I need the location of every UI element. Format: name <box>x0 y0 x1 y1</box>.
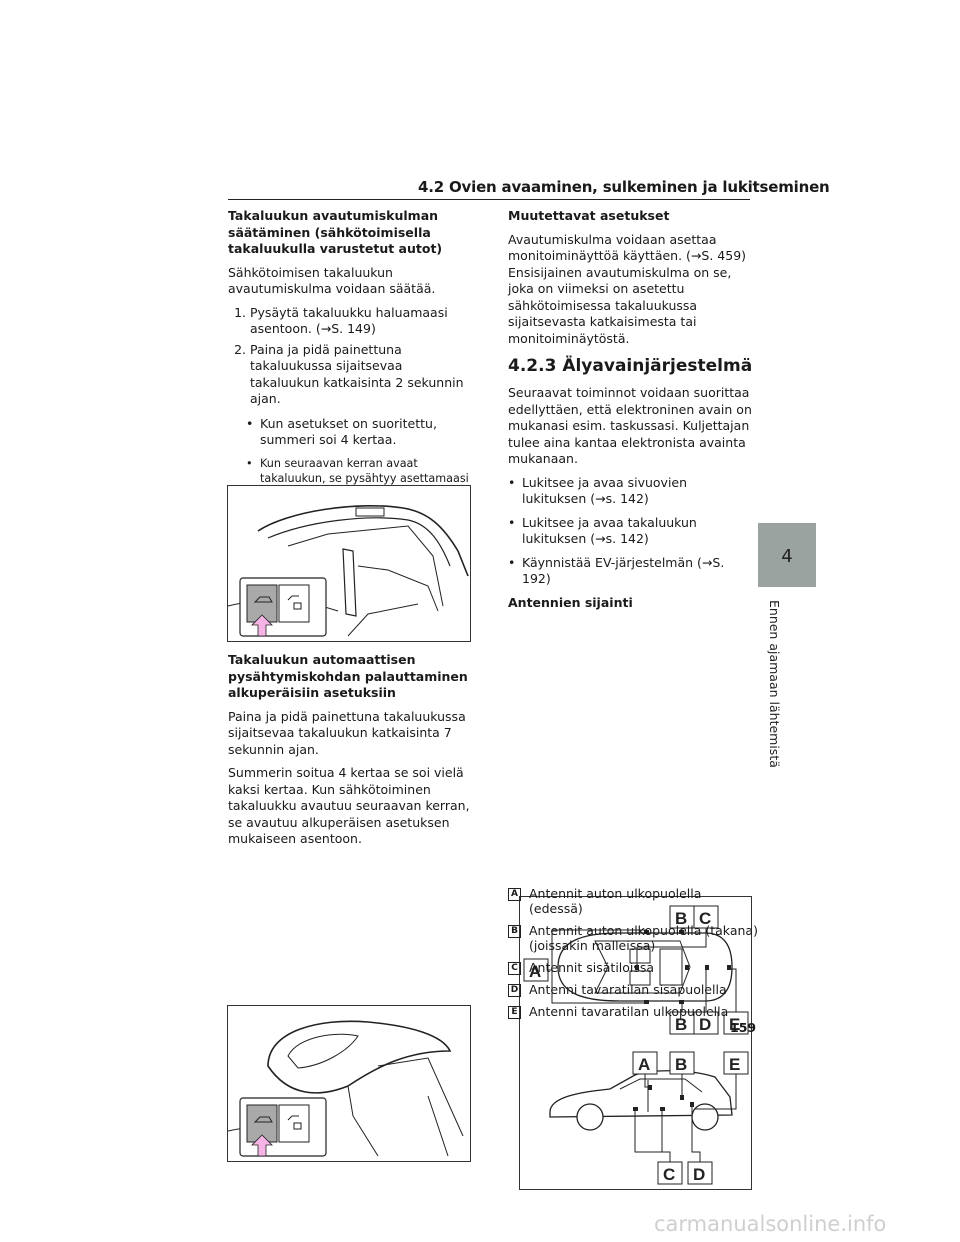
heading-reset: Takaluukun automaattisen pysähtymiskohda… <box>228 652 468 700</box>
label-a-top: A <box>529 962 541 981</box>
function-bullet: •Käynnistää EV-järjestelmän (→S. 192) <box>508 554 725 587</box>
label-e-side: E <box>729 1055 740 1074</box>
buzzer-paragraph: Summerin soitua 4 kertaa se soi vielä ka… <box>228 765 470 846</box>
legend-item-b: B Antennit auton ulkopuolella (takana) (… <box>508 923 758 953</box>
chapter-title: Ennen ajamaan lähtemistä <box>767 600 782 768</box>
tailgate-figure-2 <box>227 1005 471 1162</box>
step-number: 2. <box>234 341 246 357</box>
step-number: 1. <box>234 304 246 320</box>
label-b-side: B <box>675 1055 687 1074</box>
step-item: 2. Paina ja pidä painettuna takaluukussa… <box>228 342 472 408</box>
step-text: Paina ja pidä painettuna takaluukussa si… <box>250 341 464 407</box>
antenna-diagram: .lab{font-family:"Liberation Sans",sans-… <box>523 905 749 1185</box>
function-bullet: •Lukitsee ja avaa takaluukun lukituksen … <box>508 514 697 547</box>
label-e-bottom: E <box>729 1015 740 1034</box>
step-item: 1. Pysäytä takaluukku haluamaasi asentoo… <box>228 305 472 338</box>
legend-item-c: C Antennit sisätiloissa <box>508 960 758 975</box>
legend-item-d: D Antenni tavaratilan sisäpuolella <box>508 982 758 997</box>
step-bullet: •Kun asetukset on suoritettu, summeri so… <box>246 415 437 448</box>
right-column: Muutettavat asetukset Avautumiskulma voi… <box>508 208 752 618</box>
left-column-lower: Takaluukun automaattisen pysähtymiskohda… <box>228 652 472 855</box>
chapter-tab <box>758 523 816 587</box>
reset-paragraph: Paina ja pidä painettuna takaluukussa si… <box>228 708 466 757</box>
intro-paragraph: Sähkötoimisen takaluukun avautumiskulma … <box>228 264 436 297</box>
label-c-top: C <box>699 909 711 928</box>
label-a-side: A <box>638 1055 650 1074</box>
tailgate-open-illustration <box>227 1020 464 1157</box>
label-b-top: B <box>675 909 687 928</box>
legend-item-e: E Antenni tavaratilan ulkopuolella <box>508 1004 758 1019</box>
antenna-legend: A Antennit auton ulkopuolella (edessä) B… <box>508 886 758 1026</box>
label-d-side: D <box>693 1165 705 1184</box>
heading-settings: Muutettavat asetukset <box>508 208 670 223</box>
section-header: 4.2 Ovien avaaminen, sulkeminen ja lukit… <box>418 178 830 196</box>
tailgate-figure-1 <box>227 485 471 642</box>
settings-paragraph: Avautumiskulma voidaan asettaa monitoimi… <box>508 231 747 346</box>
antenna-location-figure: .lab{font-family:"Liberation Sans",sans-… <box>519 896 752 1190</box>
step-text: Pysäytä takaluukku haluamaasi asentoon. … <box>250 304 448 337</box>
left-column: Takaluukun avautumiskulman säätäminen (s… <box>228 208 472 508</box>
header-divider <box>228 199 750 200</box>
label-c-side: C <box>663 1165 675 1184</box>
heading-opening-angle: Takaluukun avautumiskulman säätäminen (s… <box>228 208 443 256</box>
page-number: 159 <box>730 1020 757 1035</box>
chapter-number: 4 <box>781 546 793 567</box>
section-title-smart-key: 4.2.3 Älyavainjärjestelmä <box>508 356 753 376</box>
smart-key-paragraph: Seuraavat toiminnot voidaan suorittaa ed… <box>508 385 752 466</box>
watermark: carmanualsonline.info <box>654 1212 887 1236</box>
tailgate-illustration <box>227 504 469 637</box>
label-b-bottom: B <box>675 1015 687 1034</box>
heading-antenna-location: Antennien sijainti <box>508 594 633 610</box>
legend-item-a: A Antennit auton ulkopuolella (edessä) <box>508 886 758 916</box>
function-bullet: •Lukitsee ja avaa sivuovien lukituksen (… <box>508 474 688 507</box>
label-d-bottom: D <box>699 1015 711 1034</box>
